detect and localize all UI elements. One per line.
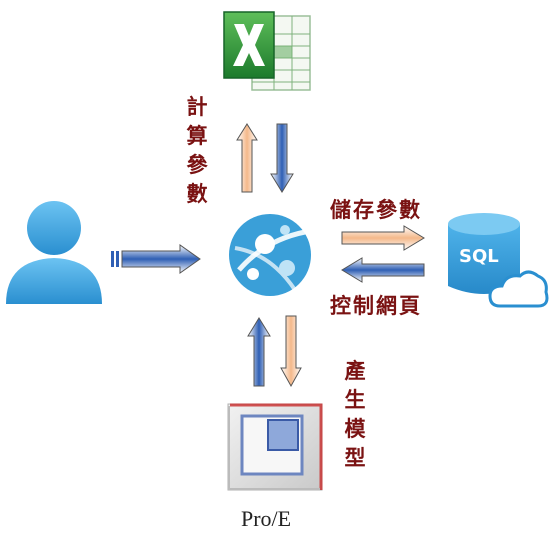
compute-parameters-label: 計 算 參 數 [186, 94, 208, 206]
excel-icon [222, 10, 314, 94]
web-app-icon [225, 210, 315, 300]
arrow-up-to-excel [235, 122, 259, 194]
sql-badge-text: SQL [459, 246, 499, 267]
sql-cloud-database-icon [444, 210, 550, 312]
arrow-db-to-web [340, 256, 426, 284]
arrow-down-from-excel [269, 122, 295, 194]
arrow-down-to-proe [279, 314, 303, 388]
arrow-web-to-db [340, 224, 426, 252]
arrow-user-to-web [110, 243, 202, 275]
store-parameters-label: 儲存參數 [330, 197, 422, 222]
proe-icon [226, 402, 326, 494]
control-webpage-label: 控制網頁 [330, 293, 422, 318]
proe-caption: Pro/E [241, 506, 292, 531]
arrow-up-from-proe [246, 316, 272, 388]
user-icon [4, 198, 104, 308]
generate-model-label: 產 生 模 型 [344, 358, 366, 470]
